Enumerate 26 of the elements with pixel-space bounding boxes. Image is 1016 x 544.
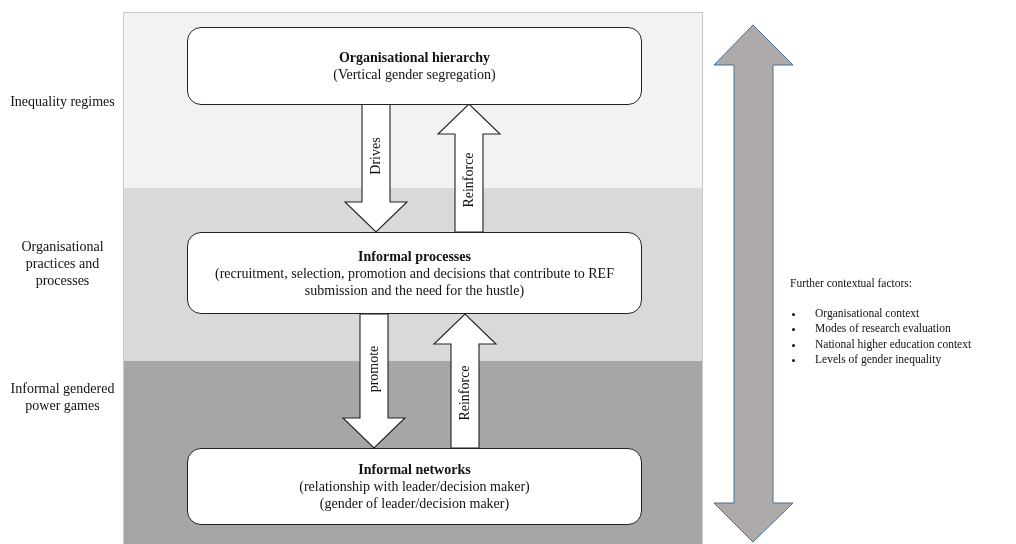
- list-item: National higher education context: [815, 337, 972, 350]
- block-arrow: [432, 313, 498, 449]
- edge-label: Reinforce: [457, 364, 473, 423]
- list-item: Modes of research evaluation: [815, 322, 951, 335]
- box-title: Informal processes: [358, 247, 471, 265]
- box-title: Organisational hierarchy: [339, 49, 490, 66]
- block-arrow: [436, 103, 502, 233]
- block-arrow: [343, 103, 409, 233]
- rounded-box: [187, 232, 642, 314]
- rounded-box: [187, 27, 642, 105]
- box-text: (recruitment, selection, promotion and decisions that contribute to REF submission and the need for the hustle): [214, 264, 615, 299]
- box-text: (relationship with leader/decision maker): [299, 478, 530, 495]
- list-item: Levels of gender inequality: [815, 353, 942, 366]
- rounded-box: [187, 448, 642, 525]
- box-title: Informal networks: [358, 461, 471, 478]
- edge-label: Drives: [368, 136, 384, 177]
- box-text: (Vertical gender segregation): [333, 66, 496, 83]
- list-heading: Further contextual factors:: [790, 276, 913, 291]
- band-label: Inequality regimes: [9, 93, 116, 110]
- band-label: Informal gendered power games: [9, 380, 116, 414]
- band-label: Organisational practices and processes: [20, 238, 105, 289]
- box-text: (gender of leader/decision maker): [319, 495, 510, 512]
- edge-label: promote: [366, 344, 382, 395]
- list-item: Organisational context: [815, 306, 920, 319]
- edge-label: Reinforce: [461, 151, 477, 210]
- block-arrow: [341, 313, 407, 449]
